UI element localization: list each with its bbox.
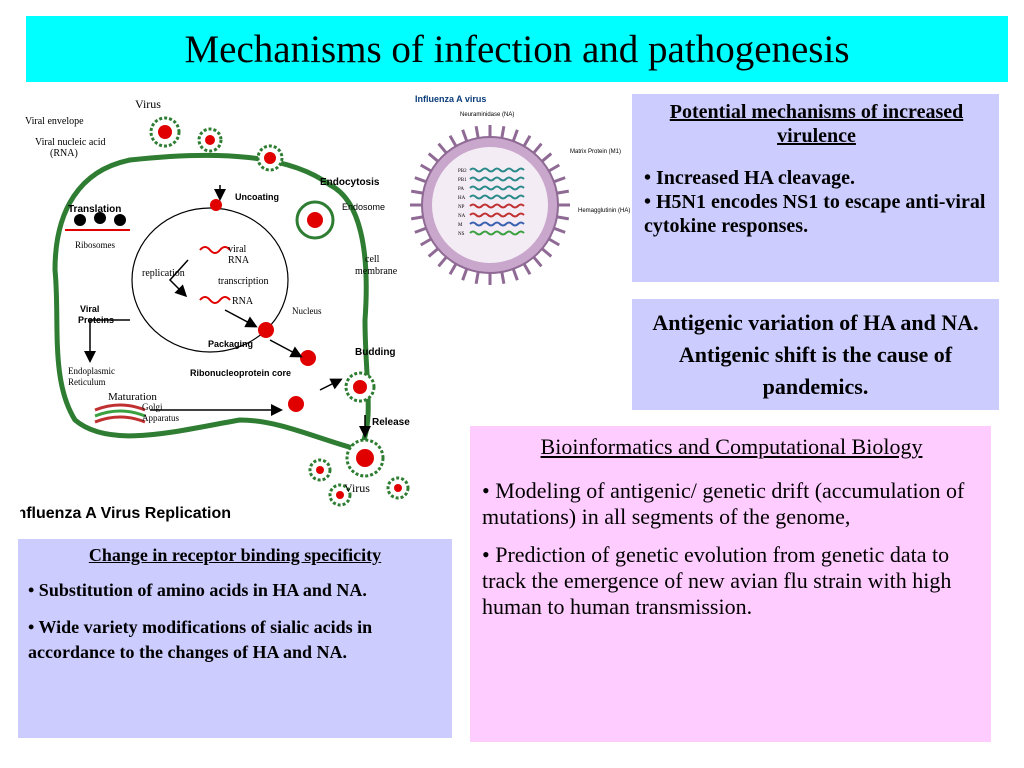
label-replication: replication [142, 268, 185, 279]
label-transcription: transcription [218, 276, 269, 287]
virion-core [432, 147, 548, 263]
rna-segment [469, 221, 525, 227]
replication-diagram: Virus Viral envelope Viral nucleic acid … [20, 97, 410, 522]
segment-label: PA [458, 187, 464, 192]
virus-top-icon [149, 116, 284, 172]
nucleus [131, 207, 289, 353]
segment-label: HA [458, 196, 466, 201]
golgi-icon [94, 403, 146, 424]
label-viral-rna-1: viral [228, 244, 247, 255]
replication-caption: Influenza A Virus Replication [20, 505, 231, 522]
label-er-2: Reticulum [68, 377, 106, 387]
bioinfo-panel: Bioinformatics and Computational Biology… [470, 426, 991, 742]
receptor-panel: Change in receptor binding specificity •… [18, 539, 452, 738]
label-virus-top: Virus [135, 97, 161, 111]
segment-label: M [458, 223, 463, 228]
segment-label: NS [458, 232, 465, 237]
label-rna-paren: (RNA) [50, 148, 78, 159]
bioinfo-bullet: • Modeling of antigenic/ genetic drift (… [482, 478, 965, 529]
virion-diagram: Influenza A virus Neuraminidase (NA) Mat… [410, 94, 630, 285]
virulence-bullet: • Increased HA cleavage. [644, 167, 856, 189]
label-golgi-1: Golgi [142, 402, 163, 412]
antigenic-panel: Antigenic variation of HA and NA. Antige… [632, 299, 999, 410]
receptor-heading: Change in receptor binding specificity [88, 545, 382, 565]
label-uncoating: Uncoating [235, 192, 279, 202]
label-viral-proteins-2: Proteins [78, 315, 114, 325]
rna-segment [469, 203, 525, 209]
title-bar: Mechanisms of infection and pathogenesis [26, 16, 1008, 82]
label-ribosomes: Ribosomes [75, 240, 116, 250]
endosome-icon [295, 200, 335, 240]
virion-title: Influenza A virus [415, 94, 486, 104]
label-release: Release [372, 417, 410, 428]
label-budding: Budding [355, 347, 396, 358]
label-rnp-core: Ribonucleoprotein core [190, 368, 291, 378]
segment-label: PB1 [458, 178, 467, 183]
rna-segment [469, 167, 525, 173]
label-packaging: Packaging [208, 339, 253, 349]
label-viral-nucleic-acid: Viral nucleic acid [35, 137, 105, 148]
label-viral-rna-2: RNA [228, 255, 250, 266]
label-virus-bottom: Virus [344, 481, 370, 495]
label-er-1: Endoplasmic [68, 366, 115, 376]
bioinfo-heading: Bioinformatics and Computational Biology [540, 434, 923, 459]
label-nucleus: Nucleus [292, 306, 322, 316]
segment-label: NA [458, 214, 466, 219]
label-viral-proteins-1: Viral [80, 304, 99, 314]
label-neuraminidase: Neuraminidase (NA) [460, 112, 514, 118]
ribosome-icon [65, 212, 130, 231]
label-translation: Translation [68, 204, 121, 215]
receptor-bullet: • Substitution of amino acids in HA and … [28, 580, 367, 600]
antigenic-text: Antigenic variation of HA and NA. Antige… [652, 310, 979, 399]
label-cell-membrane-1: cell [365, 254, 380, 265]
label-cell-membrane-2: membrane [355, 266, 398, 277]
label-rna: RNA [232, 296, 254, 307]
label-viral-envelope: Viral envelope [25, 116, 84, 127]
rna-segment [469, 194, 525, 200]
budding-virus-icon [344, 371, 376, 403]
bioinfo-bullet: • Prediction of genetic evolution from g… [482, 542, 952, 619]
rna-segment [469, 212, 525, 218]
virulence-heading: Potential mechanisms of increased virule… [669, 101, 964, 147]
receptor-bullet: • Wide variety modifications of sialic a… [28, 617, 373, 662]
rna-segment [469, 176, 525, 182]
virulence-panel: Potential mechanisms of increased virule… [632, 94, 999, 282]
released-virus-icon [308, 438, 410, 507]
rna-segment [469, 185, 525, 191]
label-endocytosis: Endocytosis [320, 177, 380, 188]
segment-label: NP [458, 205, 465, 210]
label-endosome: Endosome [342, 202, 385, 212]
label-golgi-2: Apparatus [142, 413, 179, 423]
label-hemagglutinin: Hemagglutinin (HA) [578, 208, 630, 214]
page-title: Mechanisms of infection and pathogenesis [184, 27, 850, 71]
label-matrix: Matrix Protein (M1) [570, 149, 621, 155]
rna-segment [469, 230, 525, 236]
virulence-bullet: • H5N1 encodes NS1 to escape anti-viral … [644, 191, 986, 237]
label-maturation: Maturation [108, 391, 157, 403]
segment-label: PB2 [458, 169, 467, 174]
